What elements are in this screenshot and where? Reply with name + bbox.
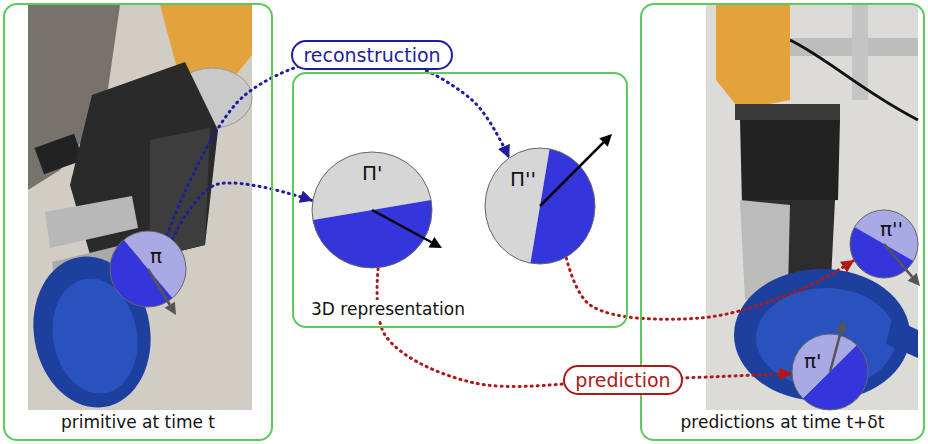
primitive-symbol: π' xyxy=(804,350,822,373)
panel-caption: 3D representation xyxy=(308,300,468,320)
predicted-disc: π'' xyxy=(850,210,918,278)
normal-arrow xyxy=(372,210,431,242)
normal-arrow xyxy=(148,269,170,305)
time-panel: π primitive at time t xyxy=(3,3,273,441)
gripper-plate xyxy=(735,104,840,120)
normal-arrow xyxy=(830,332,841,372)
right-photo xyxy=(706,5,918,410)
edge-label: prediction xyxy=(563,365,682,396)
split-disc xyxy=(485,148,595,264)
robot-arm xyxy=(716,5,790,110)
prediction-panel: π'' π' predictions at time t+δt xyxy=(640,3,925,441)
primitive-disc: π xyxy=(110,231,186,307)
primitive-3d-disc: Π'' xyxy=(485,148,595,264)
split-disc xyxy=(792,334,868,410)
panel-caption: predictions at time t+δt xyxy=(678,413,888,433)
floor xyxy=(706,5,918,410)
dotted-connector xyxy=(566,258,853,319)
predicted-disc: π' xyxy=(792,334,868,410)
pan-handle xyxy=(886,318,918,358)
representation-panel: Π' Π'' 3D representation xyxy=(292,72,628,328)
normal-arrowhead xyxy=(429,237,442,248)
normal-arrowhead xyxy=(599,134,612,147)
panel-caption: primitive at time t xyxy=(58,413,218,433)
normal-arrowhead xyxy=(835,320,847,333)
dotted-connector xyxy=(167,55,509,235)
normal-arrow xyxy=(540,142,604,206)
disc-half xyxy=(110,240,172,307)
primitive-symbol: π'' xyxy=(880,218,903,241)
disc-outline xyxy=(312,152,432,268)
disc-half xyxy=(530,149,595,264)
normal-arrowhead xyxy=(908,273,920,286)
disc-half xyxy=(313,200,432,268)
primitive-symbol: Π' xyxy=(362,162,383,185)
primitive-symbol: π xyxy=(150,245,162,268)
edge-label: reconstruction xyxy=(291,40,452,71)
primitive-symbol: Π'' xyxy=(510,168,536,191)
normal-arrow xyxy=(884,244,912,277)
disc-outline xyxy=(110,231,186,307)
normal-arrowhead xyxy=(165,302,176,315)
disc-outline xyxy=(850,210,918,278)
split-disc xyxy=(110,231,186,307)
primitive-3d-disc: Π' xyxy=(312,152,432,268)
dotted-connector xyxy=(172,183,311,239)
gripper-body xyxy=(740,120,840,205)
left-photo xyxy=(22,5,252,417)
